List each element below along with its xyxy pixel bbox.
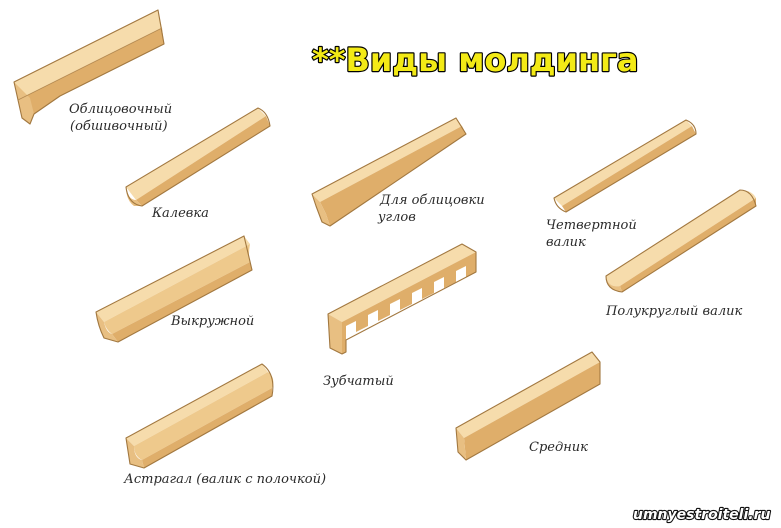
molding-zubchaty	[327, 243, 477, 355]
label-oblitsovochny-line1: Облицовочный	[69, 102, 172, 117]
label-kalevka: Калевка	[151, 206, 209, 221]
label-astragal: Астрагал (валик с полочкой)	[123, 472, 326, 487]
label-chetvertnoy-line2: валик	[546, 235, 586, 250]
label-vykruzhnoy: Выкружной	[170, 314, 254, 329]
molding-astragal	[125, 363, 274, 469]
molding-dlya-oblitsovki-uglov	[311, 117, 467, 227]
label-oblitsovochny-line2: (обшивочный)	[70, 119, 168, 134]
label-srednik: Средник	[529, 440, 588, 455]
molding-vykruzhnoy	[95, 235, 253, 343]
watermark: umnyestroiteli.ru	[633, 507, 770, 523]
label-zubchaty: Зубчатый	[323, 374, 394, 389]
molding-chetvertnoy-valik	[553, 119, 697, 213]
molding-srednik	[455, 351, 601, 461]
label-dlya-oblitsovki-line1: Для облицовки	[379, 193, 485, 208]
label-chetvertnoy-line1: Четвертной	[546, 218, 637, 233]
molding-kalevka	[125, 107, 271, 207]
label-polukrugly-valik: Полукруглый валик	[605, 304, 743, 319]
label-dlya-oblitsovki-line2: углов	[377, 210, 416, 225]
title: **Виды молдинга	[312, 41, 638, 79]
molding-oblitsovochny	[13, 9, 165, 125]
molding-polukrugly-valik	[605, 189, 757, 293]
